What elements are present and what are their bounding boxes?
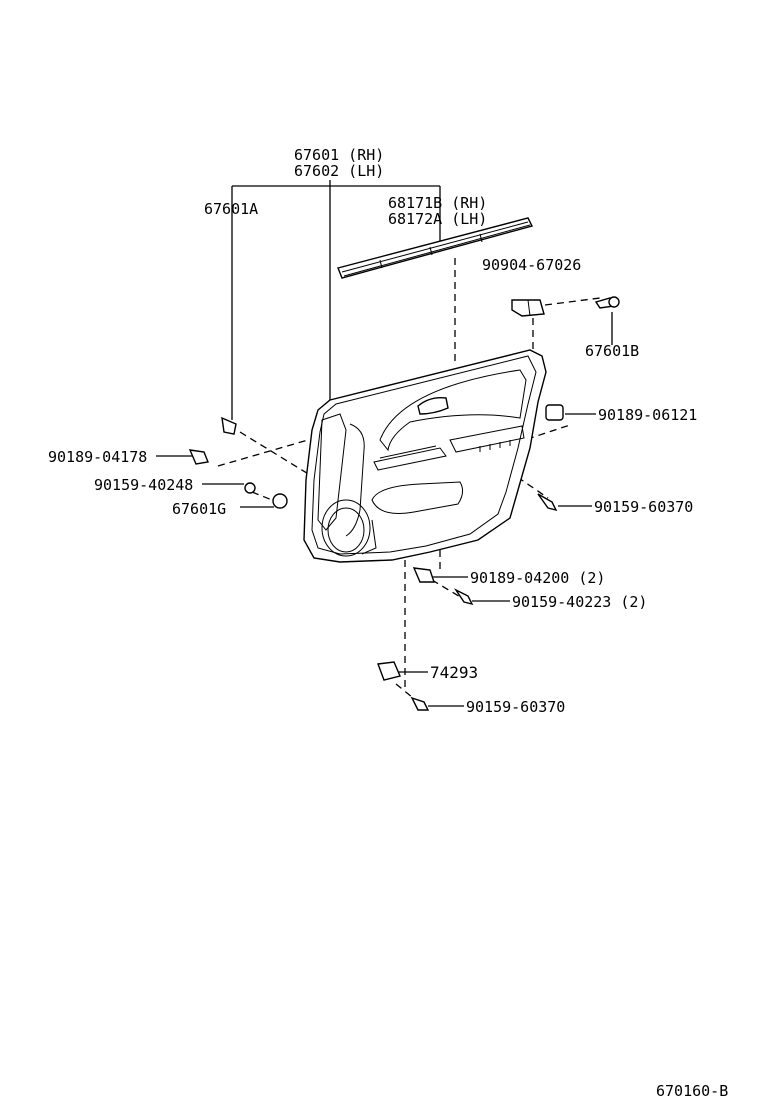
screw-90159-60370-right [537, 493, 558, 512]
label-67601B: 67601B [585, 342, 639, 360]
label-90904-67026: 90904-67026 [482, 256, 581, 274]
callout-labels: 67601 (RH) 67602 (LH) 67601A 68171B (RH)… [48, 146, 728, 1100]
label-68171B-rh: 68171B (RH) [388, 194, 487, 212]
bracket-74293 [377, 661, 401, 681]
screw-90159-40223 [453, 588, 474, 606]
clip-67601A [221, 416, 237, 435]
label-90189-04178: 90189-04178 [48, 448, 147, 466]
clip-90189-06121 [545, 404, 564, 421]
small-parts [188, 296, 620, 711]
label-67602-lh: 67602 (LH) [294, 162, 384, 180]
clip-90189-04200 [412, 567, 435, 583]
label-90159-60370-right: 90159-60370 [594, 498, 693, 516]
diagram-id: 670160-B [656, 1082, 728, 1100]
label-90159-40223: 90159-40223 (2) [512, 593, 647, 611]
label-67601A: 67601A [204, 200, 258, 218]
door-trim-board [303, 349, 547, 563]
weatherstrip-part [337, 217, 534, 279]
cap-67601G [272, 493, 288, 509]
label-90159-40248: 90159-40248 [94, 476, 193, 494]
screw-90159-60370-bottom [410, 696, 430, 711]
label-68172A-lh: 68172A (LH) [388, 210, 487, 228]
leader-lines [156, 180, 613, 707]
label-67601-rh: 67601 (RH) [294, 146, 384, 164]
label-90189-06121: 90189-06121 [598, 406, 697, 424]
label-90159-60370-bottom: 90159-60370 [466, 698, 565, 716]
clip-90189-04178 [188, 449, 209, 465]
label-90189-04200: 90189-04200 (2) [470, 569, 605, 587]
screw-90159-40248 [244, 482, 256, 494]
clip-90904-67026 [511, 299, 545, 317]
label-74293: 74293 [430, 663, 478, 682]
label-67601G: 67601G [172, 500, 226, 518]
